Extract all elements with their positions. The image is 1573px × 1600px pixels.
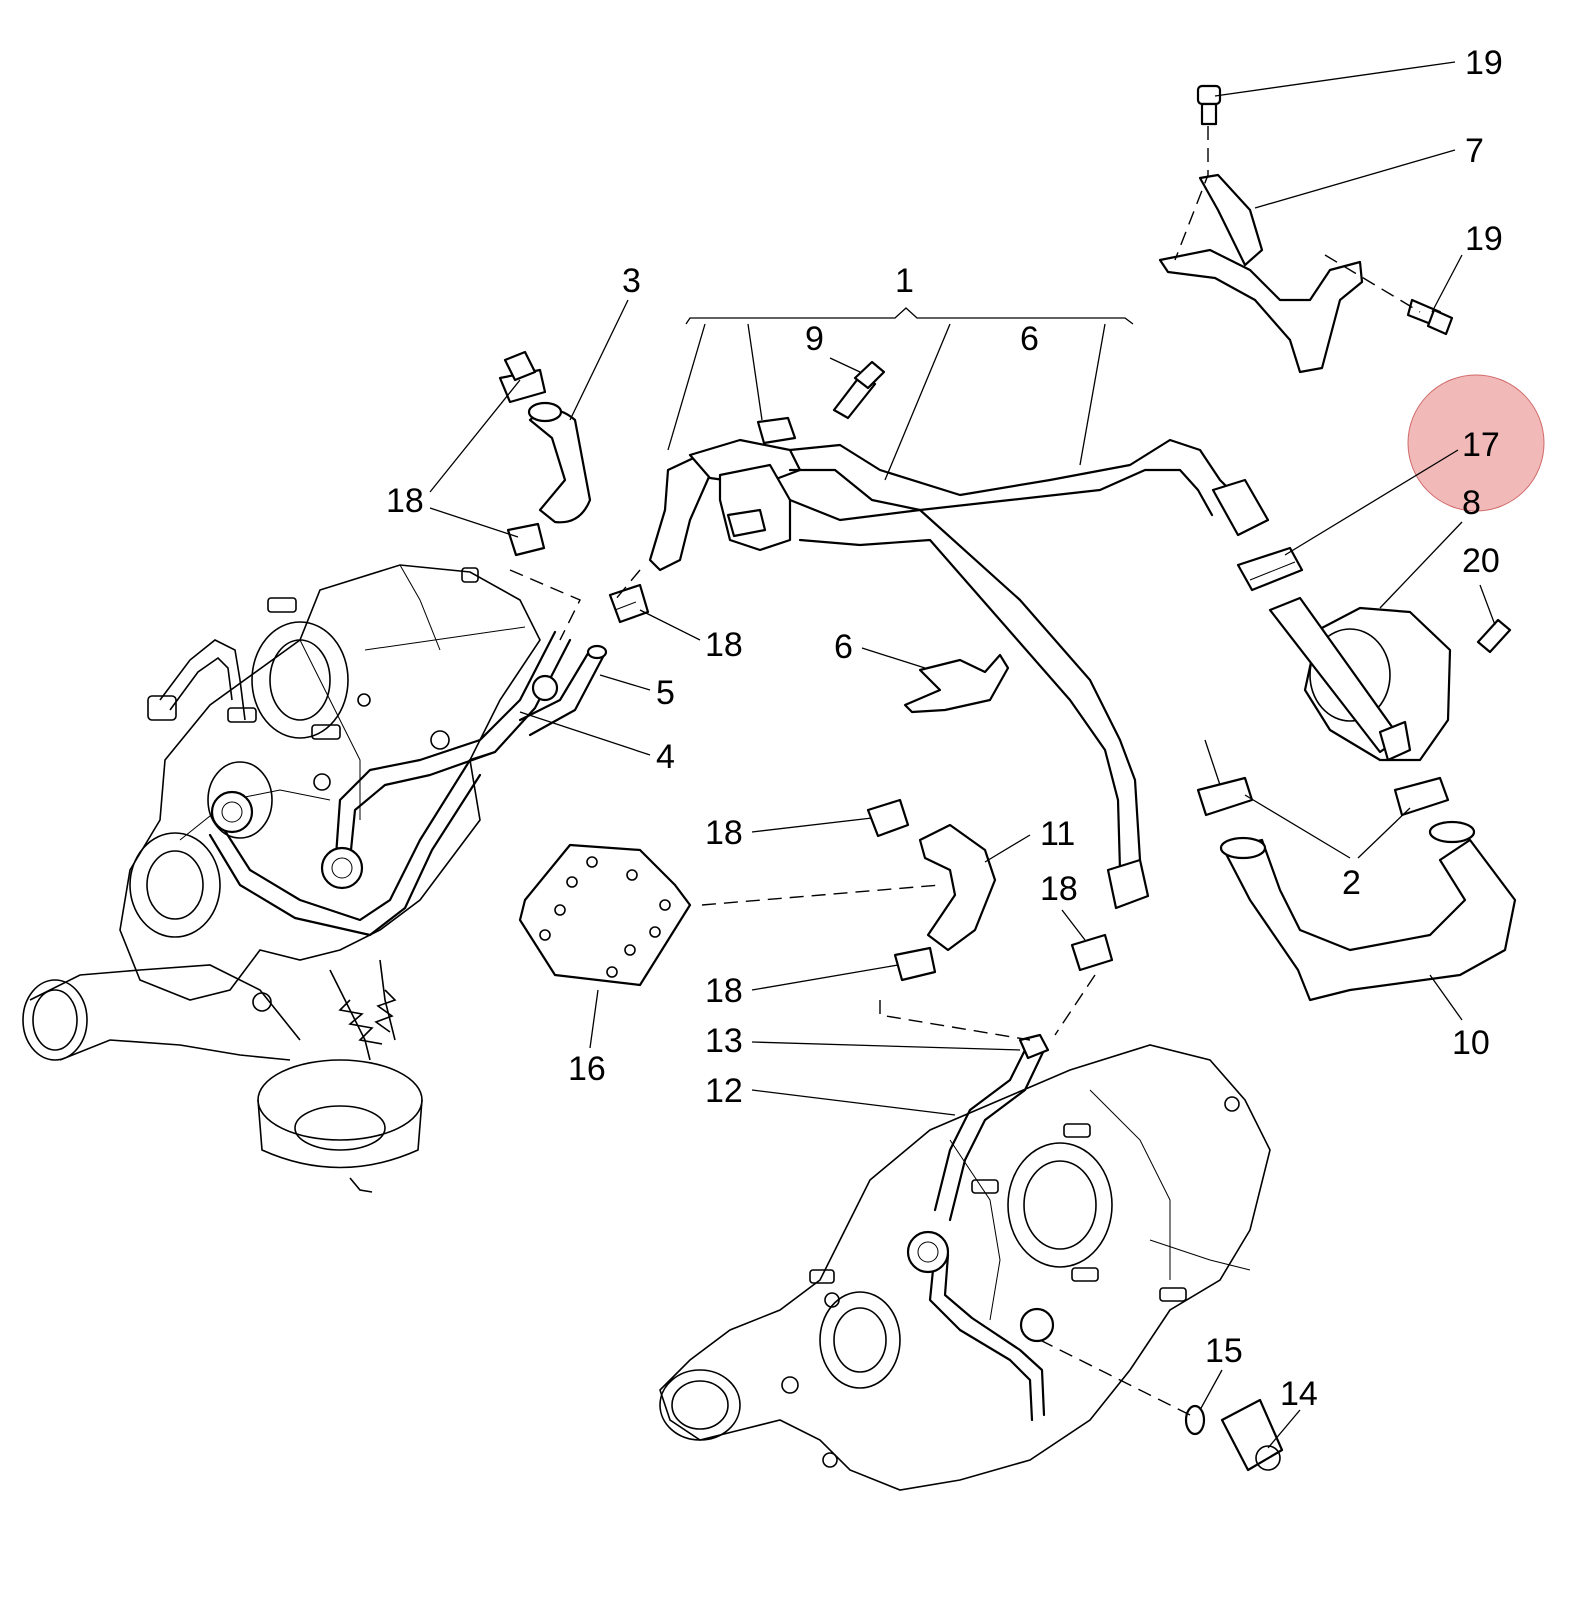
bolt-19-side — [1406, 298, 1454, 336]
callout-6-hose: 6 — [1020, 320, 1039, 358]
callout-6-clip: 6 — [834, 628, 853, 666]
coolant-pipe-4 — [208, 630, 572, 937]
callout-16: 16 — [568, 1050, 606, 1088]
seal-15 — [1184, 1404, 1206, 1436]
hose-clamp-2-right — [1393, 776, 1450, 817]
callout-17: 17 — [1462, 426, 1500, 464]
callout-19-side: 19 — [1465, 220, 1503, 258]
highlight-marker-17 — [1407, 374, 1545, 512]
callout-3: 3 — [622, 262, 641, 300]
hose-clamp-17 — [1236, 546, 1304, 592]
callout-9: 9 — [805, 320, 824, 358]
callout-18-hose11-bottom: 18 — [705, 972, 743, 1010]
hose-3 — [527, 401, 592, 524]
assembly-lines — [509, 126, 1421, 1416]
lower-turbo-assembly — [659, 1044, 1271, 1491]
hose-10 — [1219, 820, 1517, 1002]
pipe-12-13 — [906, 1033, 1055, 1422]
hose-clamp-18-top — [498, 350, 547, 404]
hose-clamp-2-left — [1196, 776, 1254, 817]
clip-6 — [903, 653, 1010, 714]
hose-11 — [918, 823, 997, 952]
bolt-20 — [1476, 618, 1512, 654]
hose-clamp-18-hose11-top — [866, 798, 910, 838]
callout-14: 14 — [1280, 1375, 1318, 1413]
callout-13: 13 — [705, 1022, 743, 1060]
callout-4: 4 — [656, 738, 675, 776]
callout-1: 1 — [895, 262, 914, 300]
hose-clamp-18-mid — [608, 583, 650, 624]
callout-18-left: 18 — [386, 482, 424, 520]
hose-clamp-18-pipe13 — [1070, 933, 1114, 972]
callout-20: 20 — [1462, 542, 1500, 580]
left-turbo-assembly — [22, 564, 541, 1193]
bracket-7 — [1158, 173, 1364, 374]
callout-19-top: 19 — [1465, 44, 1503, 82]
coolant-pipe-5 — [518, 644, 608, 737]
callout-10: 10 — [1452, 1024, 1490, 1062]
callout-15: 15 — [1205, 1332, 1243, 1370]
callout-11: 11 — [1040, 815, 1075, 853]
heat-shield-16 — [518, 843, 692, 987]
callout-2: 2 — [1342, 864, 1361, 902]
callout-8: 8 — [1462, 484, 1481, 522]
plug-14 — [1220, 1398, 1284, 1472]
callout-18-hose11-top: 18 — [705, 814, 743, 852]
hose-clamp-18-lower — [506, 522, 546, 557]
callout-18-pipe13: 18 — [1040, 870, 1078, 908]
bolt-19-top — [1196, 84, 1222, 126]
callout-18-mid: 18 — [705, 626, 743, 664]
bolt-9 — [832, 360, 886, 420]
hose-clamp-18-hose11-bottom — [893, 946, 937, 982]
callout-12: 12 — [705, 1072, 743, 1110]
callout-7: 7 — [1465, 132, 1484, 170]
leader-lines — [429, 61, 1496, 1449]
pump-8 — [1268, 596, 1452, 762]
hose-assembly-1 — [648, 416, 1270, 910]
callout-5: 5 — [656, 674, 675, 712]
